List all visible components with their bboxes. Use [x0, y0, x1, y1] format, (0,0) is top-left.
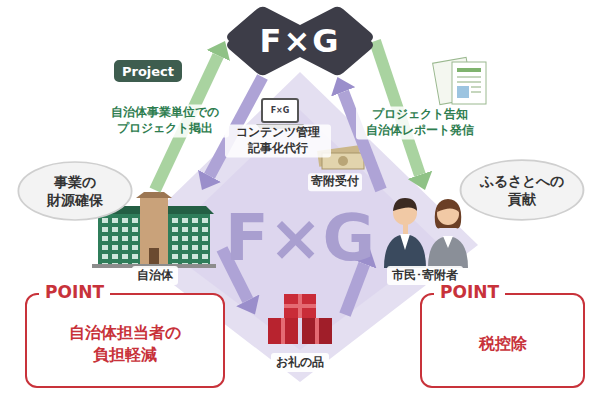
edge-label: プロジェクト告知 自治体レポート発信 — [356, 106, 484, 139]
edge-label: コンテンツ管理 記事化代行 — [225, 124, 331, 157]
node-title: F×G — [260, 22, 341, 60]
citizens-figures — [384, 198, 468, 268]
node-body: 税控除 — [479, 333, 527, 355]
municipality-node: 自治体 — [88, 190, 222, 285]
oval-shape — [458, 158, 586, 222]
oval-shape — [16, 160, 134, 222]
gift-boxes — [268, 294, 332, 344]
node-title: お礼の品 — [271, 353, 329, 372]
node-title: POINT — [39, 282, 110, 302]
node-title: POINT — [434, 282, 505, 302]
citizen-node: 市民･寄附者 — [370, 190, 480, 285]
project-badge: Project — [112, 58, 184, 84]
report-documents — [433, 57, 486, 104]
point-box: POINT税控除 — [420, 293, 585, 388]
laptop-logo: F×G — [271, 106, 290, 115]
node-title: 自治体 — [132, 266, 178, 285]
point-box: POINT自治体担当者の 負担軽減 — [25, 293, 225, 388]
watermark: F×G — [225, 201, 375, 275]
node-body: 自治体担当者の 負担軽減 — [55, 322, 195, 365]
edge-label: 寄附受付 — [308, 173, 362, 191]
gift-node: お礼の品 — [255, 290, 345, 372]
goal-oval: 事業の 財源確保 — [16, 160, 134, 222]
logo-node: F×G — [225, 5, 375, 77]
node-title: 事業の 財源確保 — [30, 173, 120, 209]
node-title: ふるさとへの 貢献 — [472, 172, 572, 208]
edge-label: 自治体事業単位での プロジェクト掲出 — [101, 104, 229, 137]
node-title: Project — [122, 64, 174, 79]
goal-oval: ふるさとへの 貢献 — [458, 158, 586, 222]
